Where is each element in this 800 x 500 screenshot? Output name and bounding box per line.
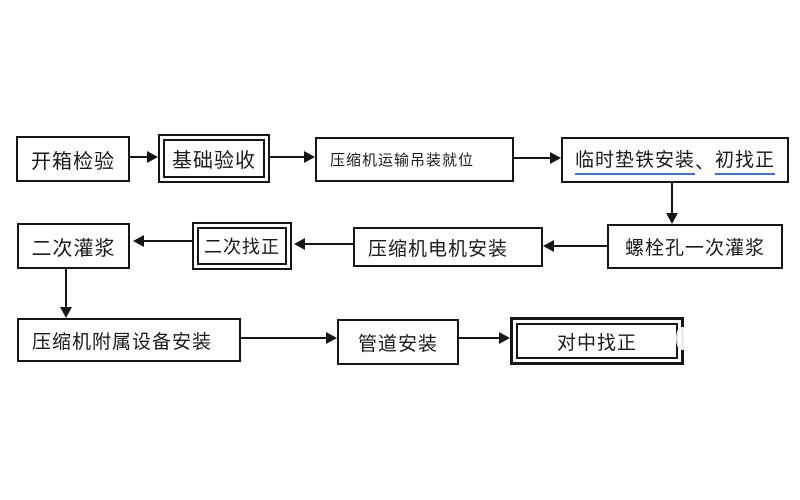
node-compressor-transport-hoisting-in-place: 压缩机运输吊装就位 [315,137,514,182]
arrow-bolt-hole-to-motor-line [553,245,607,247]
node-centering-alignment: 对中找正 [510,317,684,365]
arrow-foundation-to-transport-line [270,156,305,158]
arrow-motor-to-secondary-alignment-head [294,238,305,250]
node-foundation-acceptance-label: 基础验收 [163,139,265,178]
underlined-text-temporary-shim-installation: 临时垫铁安装 [574,145,695,175]
arrow-auxiliary-to-pipeline-line [241,337,327,339]
arrow-grouting-to-auxiliary-head [60,307,72,318]
arrow-pipeline-to-centering-line [459,337,500,339]
node-pipeline-installation: 管道安装 [337,319,459,365]
arrow-motor-to-secondary-alignment-line [304,243,353,245]
node-temporary-shim-installation-initial-alignment: 临时垫铁安装、初找正 [561,137,789,183]
underlined-text-initial-alignment: 初找正 [715,145,776,175]
arrow-shim-to-bolt-hole-line [671,183,673,214]
arrow-bolt-hole-to-motor-head [543,240,554,252]
node-secondary-grouting: 二次灌浆 [17,223,130,269]
node-foundation-acceptance: 基础验收 [158,134,270,183]
node-unpacking-inspection: 开箱检验 [16,136,130,182]
node-bolt-hole-primary-grouting: 螺栓孔一次灌浆 [607,224,783,269]
arrow-foundation-to-transport-head [304,151,315,163]
arrow-transport-to-shim-head [550,152,561,164]
arrow-grouting-to-auxiliary-line [65,269,67,308]
arrow-unpacking-to-foundation-line [130,156,148,158]
arrow-secondary-alignment-to-grouting-line [143,240,192,242]
arrow-transport-to-shim-line [514,157,551,159]
node-compressor-motor-installation: 压缩机电机安装 [353,227,543,267]
node-secondary-alignment: 二次找正 [192,222,292,270]
arrow-auxiliary-to-pipeline-head [326,332,337,344]
arrow-secondary-alignment-to-grouting-head [133,235,144,247]
separator-text: 、 [694,151,715,173]
arrow-pipeline-to-centering-head [499,332,510,344]
watermark-smudge [676,327,686,350]
arrow-unpacking-to-foundation-head [147,151,158,163]
node-compressor-auxiliary-equipment-installation: 压缩机附属设备安装 [17,318,241,362]
arrow-shim-to-bolt-hole-head [666,213,678,224]
node-centering-alignment-label: 对中找正 [516,323,678,359]
node-secondary-alignment-label: 二次找正 [197,227,287,265]
